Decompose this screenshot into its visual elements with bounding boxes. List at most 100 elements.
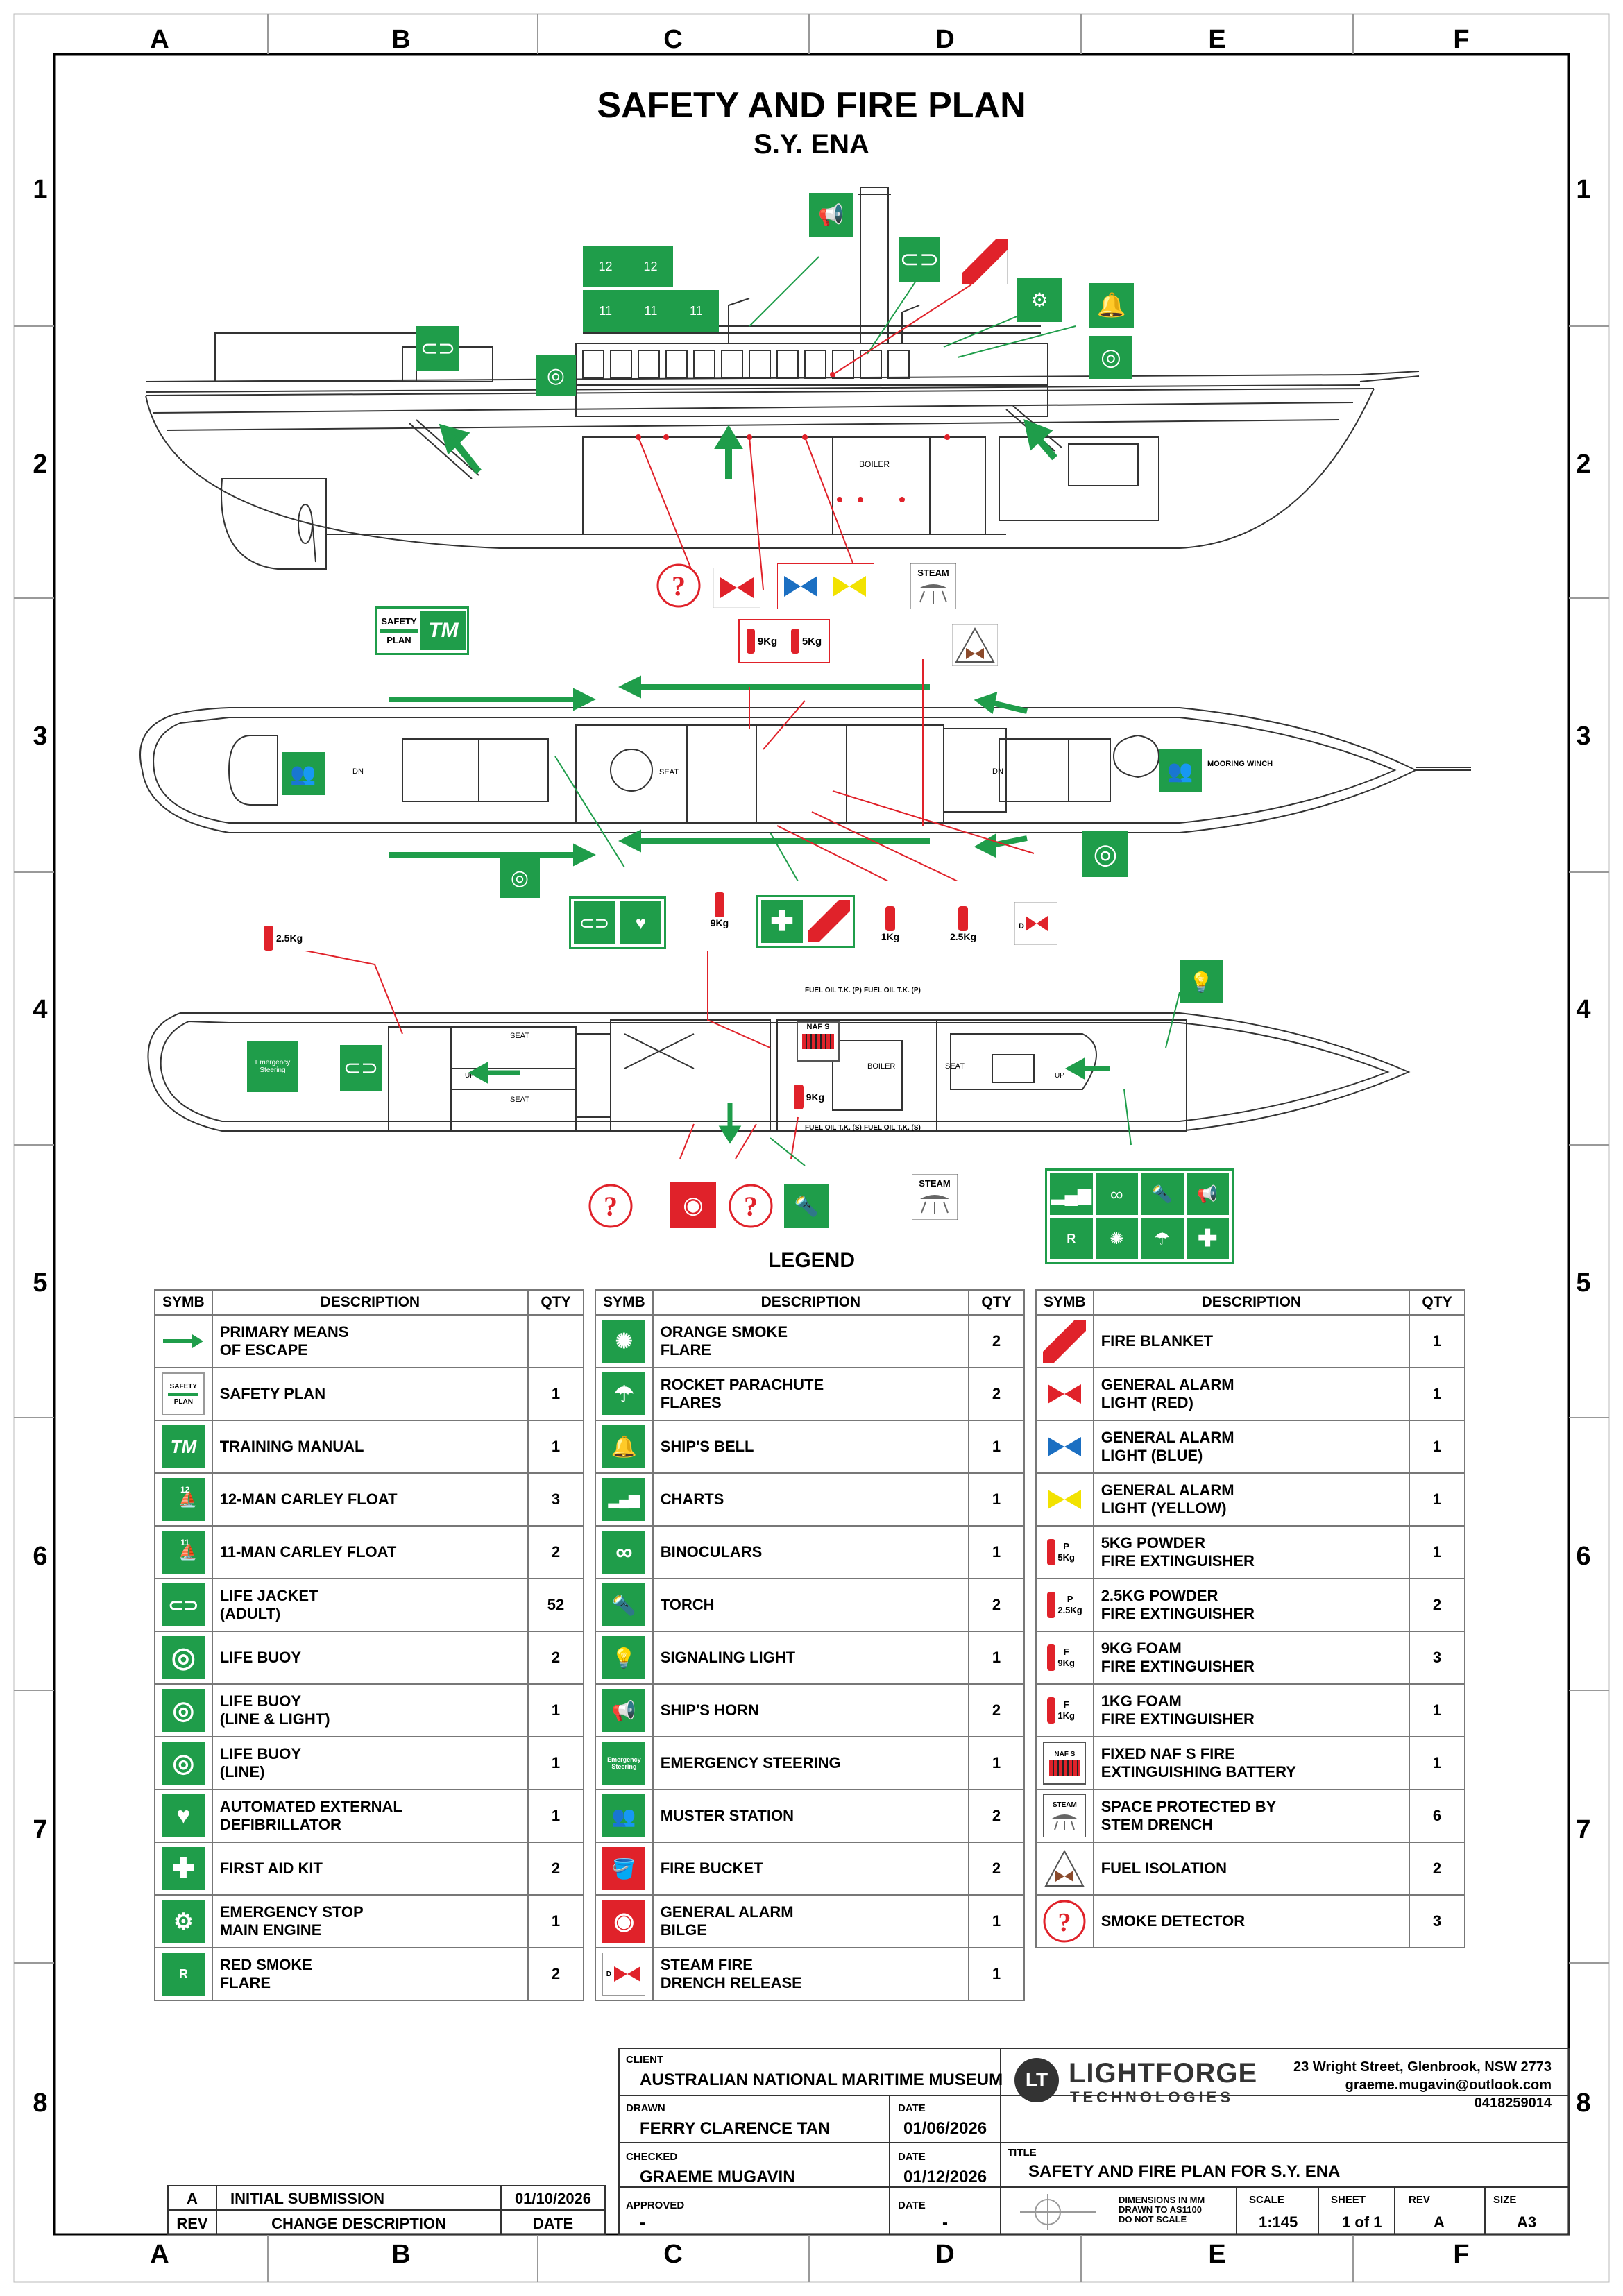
legend-description-line: FLARE bbox=[219, 1974, 271, 1991]
up-label-1: UP bbox=[465, 1072, 475, 1080]
steam-drench-release-icon: D bbox=[1014, 902, 1057, 945]
general-alarm-bilge-icon: ◉ bbox=[670, 1182, 716, 1228]
legend-qty: 1 bbox=[968, 1947, 1025, 2001]
fuel-oil-p-label-1: FUEL OIL T.K. (P) bbox=[805, 987, 862, 994]
legend-qty: 1 bbox=[968, 1472, 1025, 1527]
legend-qty: 2 bbox=[968, 1789, 1025, 1843]
legend-symbol-cell: 📢 bbox=[595, 1683, 654, 1737]
life-jacket-icon: ⊂⊃ bbox=[416, 326, 459, 371]
legend-symbol-cell: ◎ bbox=[154, 1683, 213, 1737]
side-profile-drawing: BOILER bbox=[145, 187, 1420, 590]
legend-description: SIGNALING LIGHT bbox=[652, 1631, 970, 1685]
legend-description-line: SAFETY PLAN bbox=[219, 1385, 326, 1402]
smoke-detector-icon: ? bbox=[588, 1184, 633, 1228]
legend-qty: 1 bbox=[1409, 1472, 1465, 1527]
company-email: graeme.mugavin@outlook.com bbox=[1345, 2077, 1552, 2093]
legend-description: LIFE BUOY(LINE) bbox=[211, 1736, 529, 1790]
ships-horn-icon: 📢 bbox=[1186, 1173, 1229, 1215]
defibrillator-icon: ♥ bbox=[620, 901, 661, 944]
charts-icon: ▂▄▆ bbox=[602, 1478, 646, 1521]
legend-description-line: EMERGENCY STOP bbox=[219, 1903, 364, 1921]
checked-date-value: 01/12/2026 bbox=[903, 2168, 987, 2186]
approved-value: - bbox=[640, 2213, 645, 2232]
fire-blanket-icon bbox=[962, 239, 1008, 284]
carley-11-label: 11 bbox=[644, 303, 658, 318]
legend-qty: 2 bbox=[968, 1842, 1025, 1896]
legend-symb-header: SYMB bbox=[1035, 1289, 1094, 1316]
legend-qty: 52 bbox=[527, 1578, 584, 1632]
grid-row-8-right: 8 bbox=[1576, 2089, 1591, 2118]
legend-qty: 2 bbox=[1409, 1578, 1465, 1632]
carley-11-label: 11 bbox=[599, 303, 612, 318]
defibrillator-icon: ♥ bbox=[162, 1794, 205, 1837]
emergency-steering-icon: Emergency Steering bbox=[602, 1742, 646, 1785]
legend-description-line: RED SMOKE bbox=[219, 1956, 312, 1973]
legend-description: EMERGENCY STEERING bbox=[652, 1736, 970, 1790]
approved-label: APPROVED bbox=[626, 2200, 685, 2211]
steam-drench-icon: STEAM bbox=[912, 1174, 958, 1220]
life-jacket-icon: ⊂⊃ bbox=[162, 1583, 205, 1626]
svg-text:?: ? bbox=[1058, 1908, 1071, 1937]
orange-smoke-icon: ✺ bbox=[602, 1320, 646, 1363]
grid-row-6: 6 bbox=[33, 1542, 48, 1571]
legend-symbol-cell: STEAM bbox=[1035, 1789, 1094, 1843]
legend-description: FUEL ISOLATION bbox=[1092, 1842, 1411, 1896]
carley-float-11-icon: 11 11 11 bbox=[583, 290, 719, 332]
legend-symbol-cell: TM bbox=[154, 1420, 213, 1474]
ships-bell-icon: 🔔 bbox=[1089, 283, 1134, 328]
legend-symbol-cell: ♥ bbox=[154, 1789, 213, 1843]
legend-symbol-cell: Emergency Steering bbox=[595, 1736, 654, 1790]
fuel-oil-s-label-2: FUEL OIL T.K. (S) bbox=[864, 1124, 921, 1132]
legend-title: LEGEND bbox=[767, 1249, 855, 1272]
fire-bucket-icon: 🪣 bbox=[602, 1847, 646, 1890]
ext-p25-icon: 2.5Kg bbox=[944, 896, 983, 952]
carley-11-label: 11 bbox=[689, 303, 703, 318]
grid-row-2-right: 2 bbox=[1576, 450, 1591, 479]
legend-description-line: (LINE & LIGHT) bbox=[219, 1710, 330, 1728]
boiler-label-lower: BOILER bbox=[867, 1062, 895, 1071]
carley-12-label: 12 bbox=[643, 259, 658, 273]
legend-symb-header: SYMB bbox=[154, 1289, 213, 1316]
red-smoke-icon: R bbox=[1050, 1218, 1093, 1259]
grid-col-b-bottom: B bbox=[391, 2240, 411, 2269]
ships-horn-icon: 📢 bbox=[602, 1689, 646, 1732]
legend-symbol-cell bbox=[1035, 1842, 1094, 1896]
legend-qty: 1 bbox=[527, 1683, 584, 1737]
size-value: A3 bbox=[1517, 2213, 1537, 2231]
legend-symbol-cell: ◉ bbox=[595, 1894, 654, 1948]
seat-label-2: SEAT bbox=[510, 1096, 529, 1104]
grid-row-5: 5 bbox=[33, 1268, 48, 1298]
legend-description-line: FIRE EXTINGUISHER bbox=[1101, 1552, 1255, 1570]
legend-qty: 2 bbox=[527, 1631, 584, 1685]
svg-text:?: ? bbox=[672, 570, 686, 602]
training-manual-icon: TM bbox=[420, 611, 466, 650]
legend-description-line: AUTOMATED EXTERNAL bbox=[219, 1798, 402, 1815]
legend-description: BINOCULARS bbox=[652, 1525, 970, 1579]
torch-icon: 🔦 bbox=[602, 1583, 646, 1626]
dims-note: DIMENSIONS IN MM DRAWN TO AS1100 DO NOT … bbox=[1119, 2195, 1205, 2225]
emergency-stop-icon: ⚙ bbox=[162, 1900, 205, 1943]
legend-qty: 1 bbox=[527, 1420, 584, 1474]
grid-col-e: E bbox=[1208, 25, 1226, 54]
checked-label: CHECKED bbox=[626, 2151, 678, 2163]
legend-qty: 1 bbox=[1409, 1683, 1465, 1737]
legend-symbol-cell: R bbox=[154, 1947, 213, 2001]
ext-p25-icon: 2.5Kg bbox=[264, 917, 319, 959]
grid-row-1-right: 1 bbox=[1576, 175, 1591, 204]
steam-drench-icon: STEAM bbox=[910, 563, 956, 609]
